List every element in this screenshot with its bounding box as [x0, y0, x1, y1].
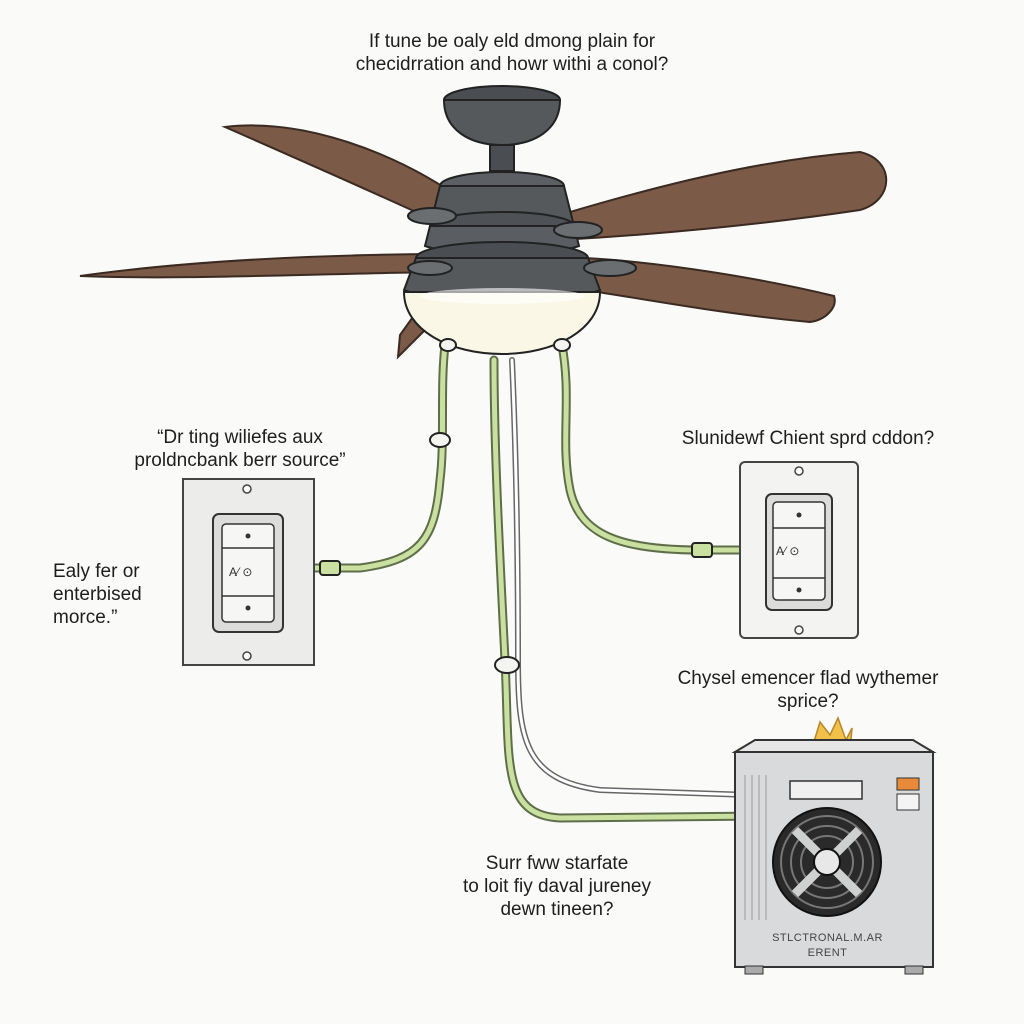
title-line-2: checidrration and howr withi a conol?: [355, 54, 669, 75]
title-line-1: If tune be oaly eld dmong plain for: [368, 31, 656, 52]
left-switch-side-line-1: Ealy fer or: [53, 561, 140, 582]
left-switch-side-line-2: enterbised: [53, 584, 142, 605]
unit-fan-icon: [772, 807, 882, 917]
fan-blade-upper-right: [559, 150, 888, 242]
fan-motor: [402, 85, 637, 302]
fan-blade-right: [584, 256, 836, 324]
bottom-line-2: to loit fiy daval jureney: [463, 876, 651, 897]
unit-top-label: Chysel emencer flad wythemer sprice?: [650, 667, 966, 713]
left-switch-top-line-1: “Dr ting wiliefes aux: [157, 427, 323, 448]
fan-blades: [79, 124, 888, 360]
fan-blade-left: [79, 252, 441, 279]
right-switch-line-1: Slunidewf Chient sprd cddon?: [681, 428, 935, 449]
bottom-line-1: Surr fww starfate: [485, 853, 629, 874]
diagram-title: If tune be oaly eld dmong plain for chec…: [312, 30, 712, 76]
left-switch-top-line-2: proldncbank berr source”: [134, 450, 346, 471]
unit-plate-line-2: ERENT: [807, 947, 848, 959]
right-switch-label: Slunidewf Chient sprd cddon?: [656, 427, 960, 450]
left-switch-top-label: “Dr ting wiliefes aux proldncbank berr s…: [110, 426, 370, 472]
wires: [295, 340, 770, 823]
unit-top-line-2: sprice?: [777, 691, 839, 712]
bottom-line-3: dewn tineen?: [500, 899, 614, 920]
left-wall-switch: [182, 478, 315, 666]
left-switch-side-label: Ealy fer or enterbised morce.”: [53, 560, 142, 629]
left-switch-glyphs: A⁄ ⊙: [229, 565, 253, 579]
unit-plate-line-1: STLCTRONAL.M.AR: [772, 932, 883, 944]
bottom-label: Surr fww starfate to loit fiy daval jure…: [430, 852, 684, 921]
light-globe: [402, 291, 602, 356]
right-switch-glyphs: A⁄ ⊙: [776, 544, 800, 558]
unit-nameplate: STLCTRONAL.M.AR ERENT: [760, 931, 895, 961]
right-wall-switch: [739, 461, 859, 639]
left-switch-side-line-3: morce.”: [53, 607, 118, 628]
unit-top-line-1: Chysel emencer flad wythemer: [677, 668, 939, 689]
wire-connectors: [319, 338, 773, 824]
electrical-unit: [731, 739, 937, 975]
